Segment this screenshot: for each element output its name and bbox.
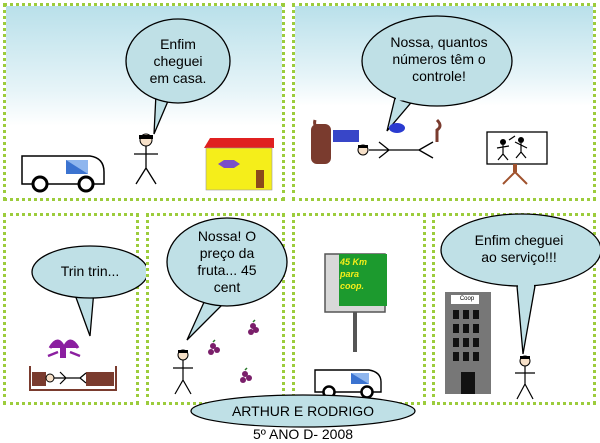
road-sign bbox=[324, 253, 387, 352]
class-year: 5º ANO D- 2008 bbox=[252, 426, 354, 442]
sofa-with-person bbox=[311, 118, 442, 164]
speech-text: Trin trin... bbox=[60, 263, 120, 279]
panel-3: Trin trin... bbox=[3, 213, 149, 405]
speech-bubble bbox=[361, 15, 513, 132]
title-ellipse bbox=[190, 394, 416, 428]
stick-figure bbox=[173, 349, 193, 395]
bed-with-person bbox=[29, 366, 117, 391]
speech-bubble bbox=[440, 213, 600, 355]
speech-bubble bbox=[125, 18, 231, 135]
house bbox=[204, 138, 274, 191]
grapes bbox=[208, 319, 259, 383]
building-label: Coop bbox=[459, 296, 475, 302]
stick-figure bbox=[134, 133, 158, 185]
television bbox=[486, 131, 548, 185]
speech-bubble bbox=[166, 217, 288, 341]
speech-bubble bbox=[31, 245, 149, 337]
alarm-clock bbox=[47, 339, 81, 358]
office-building bbox=[445, 292, 491, 394]
car bbox=[21, 155, 105, 193]
authors-title: ARTHUR E RODRIGO bbox=[231, 403, 375, 419]
stick-figure bbox=[515, 355, 535, 400]
